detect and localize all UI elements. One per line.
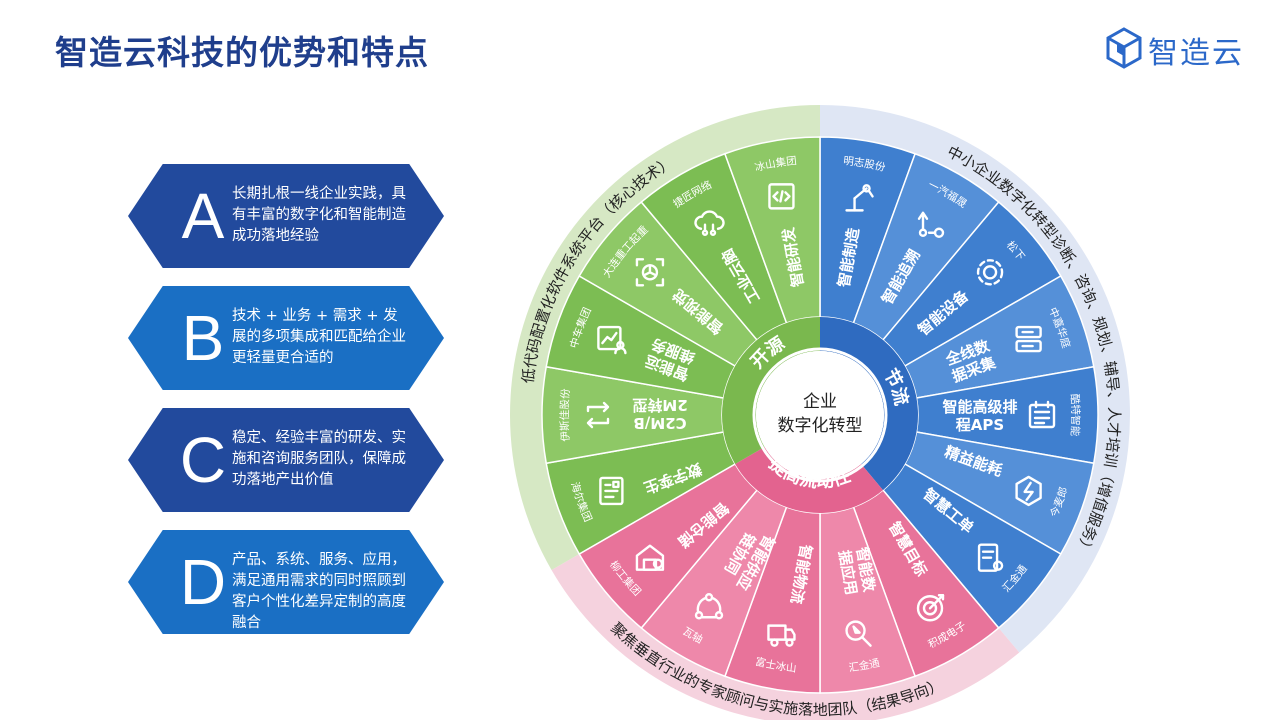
warehouse-icon bbox=[635, 544, 665, 571]
advantage-text: 长期扎根一线企业实践，具有丰富的数字化和智能制造成功落地经验 bbox=[232, 186, 406, 244]
advantage-letter: B bbox=[181, 302, 225, 374]
page-title: 智造云科技的优势和特点 bbox=[55, 33, 429, 72]
digital-twin-icon bbox=[599, 476, 624, 506]
search-click-icon bbox=[845, 620, 872, 647]
trace-route-icon bbox=[917, 211, 945, 238]
analytics-user-icon bbox=[597, 325, 627, 355]
advantage-letter: A bbox=[181, 180, 225, 252]
outer-ring-pink bbox=[551, 554, 1020, 720]
data-collect-icon bbox=[1015, 325, 1042, 353]
center-label-line2: 数字化转型 bbox=[778, 416, 863, 436]
brand-logo: 智造云 bbox=[1104, 26, 1254, 71]
transform-icon bbox=[586, 401, 610, 429]
segment-company-4: 酷特智能 bbox=[1068, 393, 1082, 437]
outer-ring-green bbox=[509, 105, 820, 570]
inner-ring-blue bbox=[820, 317, 918, 491]
advantage-card-b: B 技术 + 业务 + 需求 + 发展的多项集成和匹配给企业更轻量更合适的 bbox=[128, 286, 444, 390]
advantage-text: 技术 + 业务 + 需求 + 发展的多项集成和匹配给企业更轻量更合适的 bbox=[232, 308, 406, 366]
advantage-letter: D bbox=[179, 546, 227, 618]
advantage-card-c: C 稳定、经验丰富的研发、实施和咨询服务团队，保障成功落地产出价值 bbox=[128, 408, 444, 512]
network-icon bbox=[694, 593, 724, 620]
segment-label-4: 智能高级排 bbox=[942, 398, 1017, 416]
work-order-icon bbox=[977, 543, 1004, 572]
advantage-letter: C bbox=[179, 424, 227, 496]
advantage-card-a: A 长期扎根一线企业实践，具有丰富的数字化和智能制造成功落地经验 bbox=[128, 164, 444, 268]
gear-icon bbox=[976, 259, 1004, 286]
segment-company-13: 伊斯佳股份 bbox=[558, 388, 572, 442]
truck-icon bbox=[767, 624, 796, 647]
code-dev-icon bbox=[768, 183, 795, 210]
segment-label-4: 程APS bbox=[956, 416, 1004, 434]
logo-text: 智造云 bbox=[1148, 36, 1244, 71]
center-label-line1: 企业 bbox=[803, 392, 837, 412]
schedule-board-icon bbox=[1028, 400, 1056, 429]
cube-icon bbox=[1106, 27, 1142, 69]
advantage-text: 稳定、经验丰富的研发、实施和咨询服务团队，保障成功落地产出价值 bbox=[232, 430, 406, 488]
outer-ring-blue bbox=[820, 105, 1130, 653]
advantage-card-d: D 产品、系统、服务、应用，满足通用需求的同时照顾到客户个性化差异定制的高度融合 bbox=[128, 530, 444, 634]
target-icon bbox=[916, 594, 945, 622]
segment-label-13: 2M转型 bbox=[632, 396, 687, 414]
segment-label-13: C2M/B bbox=[633, 414, 686, 432]
vision-icon bbox=[635, 258, 665, 287]
energy-icon bbox=[1015, 475, 1042, 507]
advantage-text: 产品、系统、服务、应用，满足通用需求的同时照顾到客户个性化差异定制的高度融合 bbox=[232, 552, 406, 631]
center-circle bbox=[756, 351, 884, 479]
robot-arm-icon bbox=[845, 184, 874, 212]
cloud-icon bbox=[694, 210, 725, 236]
